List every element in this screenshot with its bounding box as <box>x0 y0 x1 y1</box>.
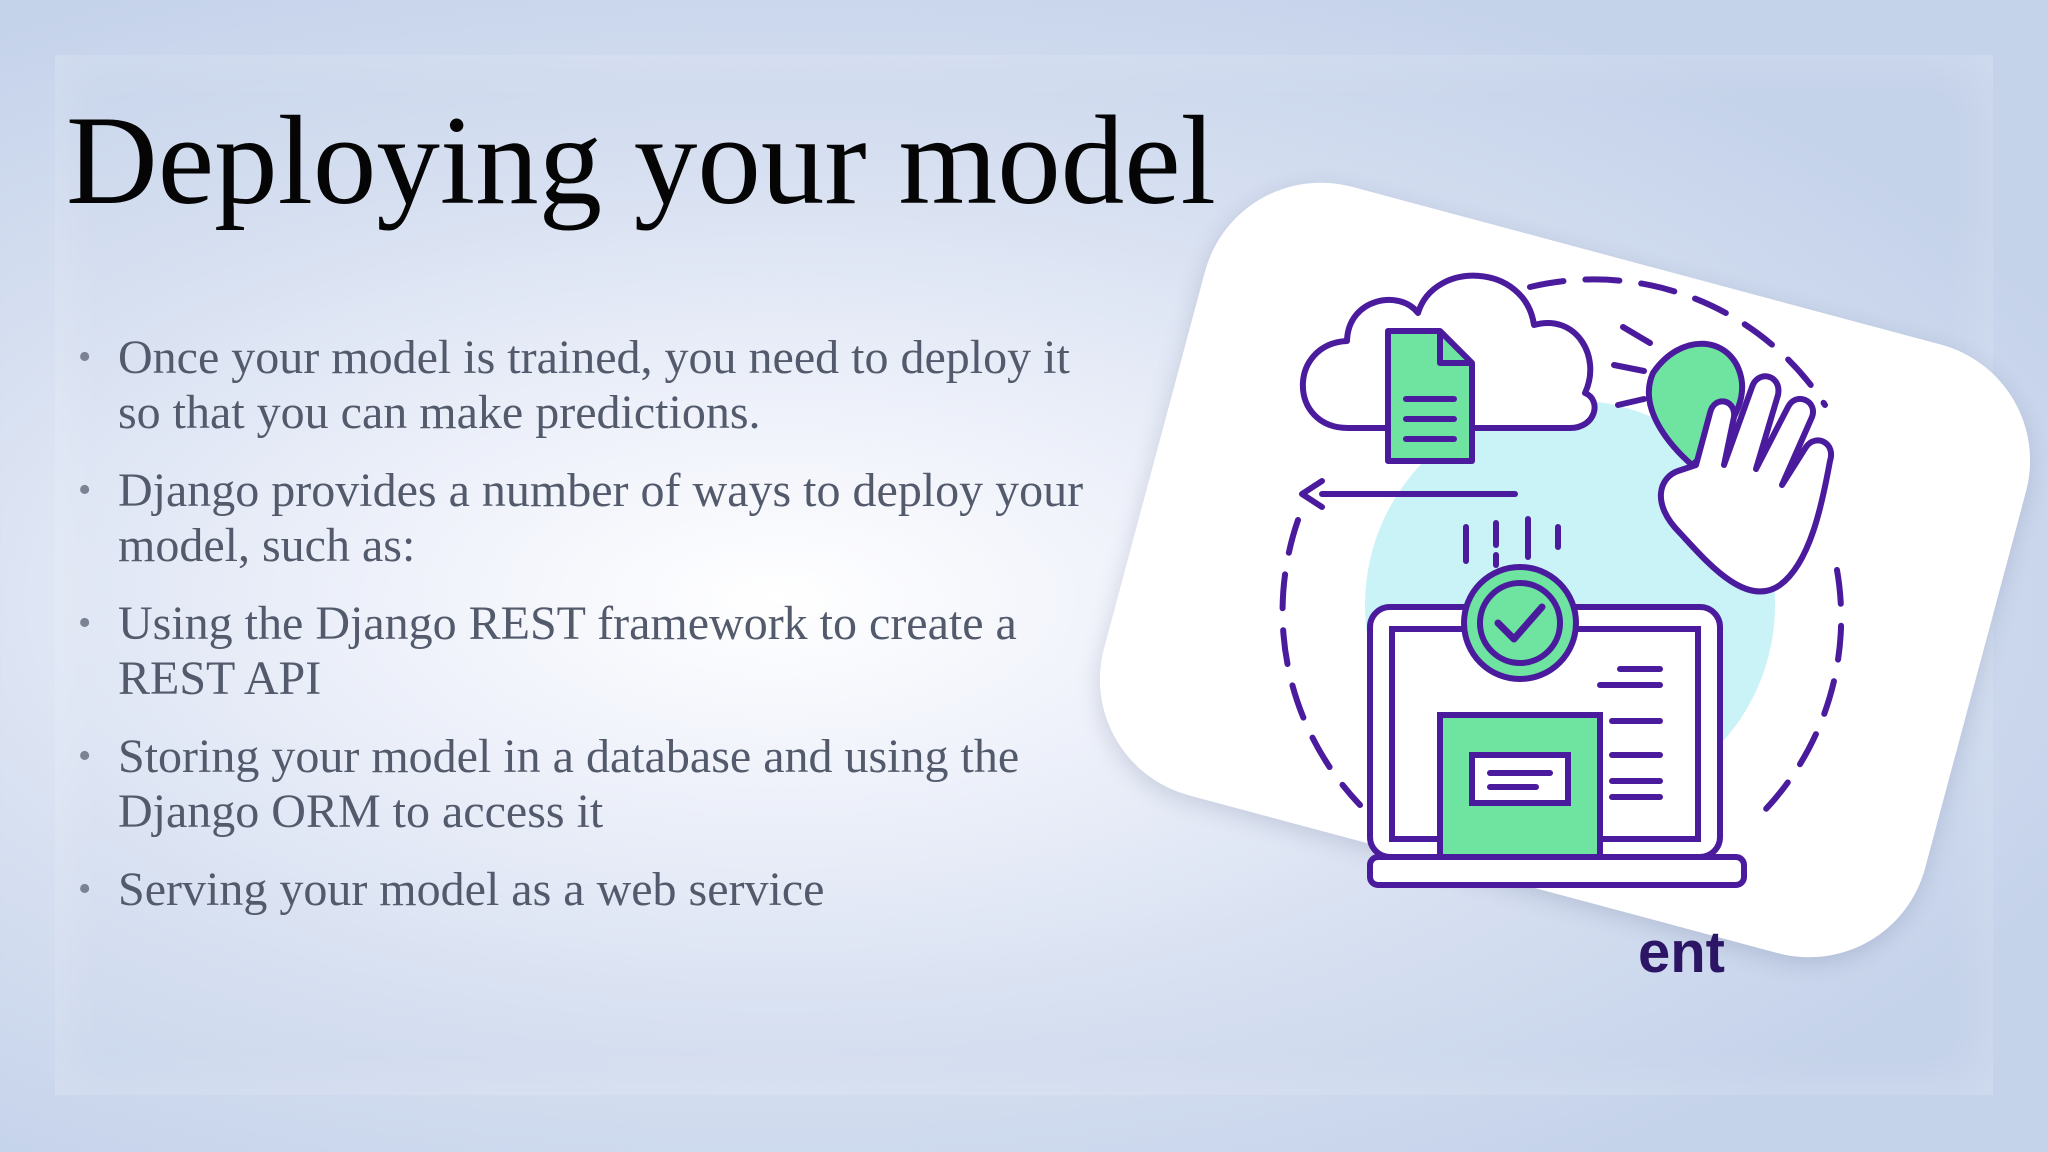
deployment-illustration: ent <box>1279 272 1845 985</box>
bullet-text: Once your model is trained, you need to … <box>118 331 1070 439</box>
bullet-dot: • <box>78 735 92 777</box>
hand-icon <box>1611 324 1835 595</box>
bullet-item: • Serving your model as a web service <box>78 862 1108 917</box>
slide-title: Deploying your model <box>66 91 1216 231</box>
bullet-dot: • <box>78 602 92 644</box>
bullet-dot: • <box>78 469 92 511</box>
bullet-text: Using the Django REST framework to creat… <box>118 597 1017 705</box>
bullet-list: • Once your model is trained, you need to… <box>78 330 1108 940</box>
bullet-text: Storing your model in a database and usi… <box>118 730 1020 838</box>
bullet-dot: • <box>78 868 92 910</box>
bullet-dot: • <box>78 336 92 378</box>
signal-lines <box>1463 516 1561 568</box>
illustration-caption: ent <box>1638 920 1725 985</box>
document-icon <box>1385 328 1475 464</box>
bullet-text: Serving your model as a web service <box>118 863 825 916</box>
bullet-item: • Using the Django REST framework to crea… <box>78 596 1108 706</box>
bullet-text: Django provides a number of ways to depl… <box>118 464 1084 572</box>
dashed-orbit <box>1279 276 1845 813</box>
checkmark-icon <box>1461 564 1579 682</box>
laptop-icon <box>1367 604 1747 888</box>
arrow-left-icon <box>1299 478 1518 510</box>
bullet-item: • Once your model is trained, you need to… <box>78 330 1108 440</box>
bullet-item: • Django provides a number of ways to dep… <box>78 463 1108 573</box>
bullet-item: • Storing your model in a database and us… <box>78 729 1108 839</box>
